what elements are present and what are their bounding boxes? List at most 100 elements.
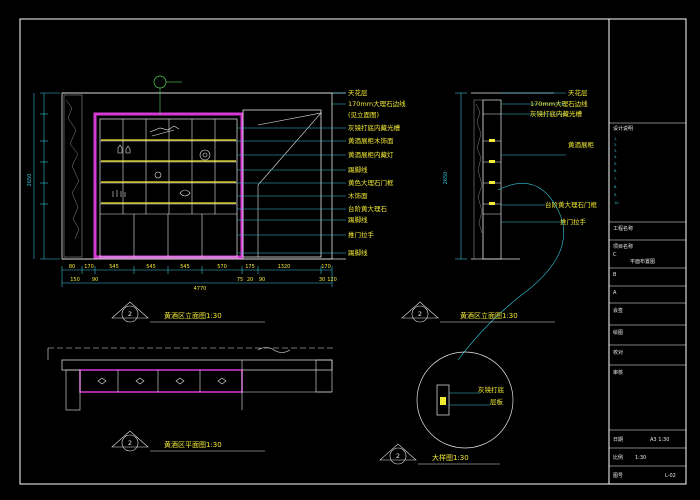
svg-text:150: 150 — [70, 277, 80, 283]
tb-design-notes: 设计说明 — [613, 125, 633, 132]
front-elevation: 2650 天花层 170mm大理石边线 (见立面图) 灰镜打底内藏光槽 黄酒展柜… — [27, 75, 406, 292]
svg-text:10.: 10. — [614, 201, 620, 205]
section-wall-hatch — [473, 99, 484, 260]
tb-rev-a: A — [613, 290, 617, 296]
svg-text:545: 545 — [109, 264, 119, 270]
callout-wood-veneer: 木饰面 — [348, 191, 368, 200]
section-callout-cabinet: 黄酒展柜 — [568, 140, 595, 149]
svg-text:75: 75 — [237, 277, 243, 283]
callout-skirting-2: 踢脚线 — [348, 215, 368, 224]
view-title-2: 2 黄酒区立面图1:30 — [401, 301, 555, 323]
svg-text:5.: 5. — [614, 162, 617, 166]
view-title-4: 2 大样图1:30 — [379, 443, 500, 465]
wall-outline — [61, 92, 333, 260]
tb-drawing-type: 平面布置图 — [630, 258, 655, 265]
svg-text:545: 545 — [146, 264, 156, 270]
callout-skirting-1: 踢脚线 — [348, 165, 368, 174]
shelf-led-strips — [101, 139, 236, 204]
tb-checked: 校对 — [613, 349, 623, 356]
plan-view — [47, 347, 336, 411]
door-swing-line — [257, 112, 322, 257]
callout-see-elevation: (见立面图) — [348, 110, 379, 119]
svg-text:2.: 2. — [614, 143, 617, 147]
view-title-1: 2 黄酒区立面图1:30 — [111, 301, 265, 323]
callout-skirting-3: 踢脚线 — [348, 248, 368, 257]
view-title-3-num: 2 — [128, 439, 132, 447]
view-title-1-text: 黄酒区立面图1:30 — [164, 311, 222, 320]
callout-door-frame: 黄色大理石门框 — [348, 178, 394, 187]
plan-wall-hatch — [61, 359, 333, 371]
section-callout-ceiling: 天花层 — [568, 88, 588, 97]
callout-step-marble: 台阶黄大理石 — [348, 204, 388, 213]
view-title-4-text: 大样图1:30 — [432, 453, 469, 462]
svg-text:30: 30 — [319, 277, 325, 283]
svg-text:1.: 1. — [614, 137, 617, 141]
door-frame — [242, 109, 322, 258]
view-title-1-num: 2 — [128, 310, 132, 318]
svg-text:570: 570 — [217, 264, 227, 270]
view-title-3-text: 黄酒区平面图1:30 — [164, 440, 222, 449]
svg-text:1320: 1320 — [278, 264, 291, 270]
tb-rev-b: B — [613, 272, 617, 278]
view-title-2-text: 黄酒区立面图1:30 — [460, 311, 518, 320]
front-bottom-dims: 80 170 545 545 545 570 175 1320 170 — [69, 264, 331, 270]
front-total-dims: 150 90 4770 75 20 90 30 120 — [70, 277, 337, 292]
tb-date-value: A3 1:30 — [650, 437, 669, 443]
svg-text:4.: 4. — [614, 155, 617, 159]
svg-text:80: 80 — [69, 264, 75, 270]
front-callout-labels: 天花层 170mm大理石边线 (见立面图) 灰镜打底内藏光槽 黄酒展柜木饰面 黄… — [348, 88, 406, 257]
svg-text:9.: 9. — [614, 193, 617, 197]
view-marker-circle — [153, 75, 167, 89]
cabinet-shelves — [100, 119, 237, 257]
cabinet-marble-frame — [93, 112, 244, 259]
section-callout-marble: 170mm大理石边线 — [530, 99, 588, 108]
callout-cabinet-light: 黄酒展柜内藏灯 — [348, 150, 394, 159]
svg-text:175: 175 — [245, 264, 255, 270]
left-pilaster-pattern — [65, 99, 80, 240]
front-callout-leaders — [237, 92, 346, 254]
callout-marble-edge: 170mm大理石边线 — [348, 99, 406, 108]
tb-approved: 审核 — [613, 369, 623, 376]
tb-countersign: 会签 — [613, 307, 623, 314]
wine-display-icons — [112, 125, 211, 197]
section-height-dim: 2650 — [443, 172, 449, 185]
tb-item-name: 项目名称 — [613, 243, 633, 250]
detail-callout-shelf: 层板 — [490, 397, 504, 406]
callout-door-handle: 推门拉手 — [348, 230, 375, 239]
svg-text:170: 170 — [84, 264, 94, 270]
detail-callout-mirror: 灰镜打底 — [478, 385, 505, 394]
view-title-4-num: 2 — [396, 452, 400, 460]
section-callout-handle: 推门拉手 — [560, 217, 587, 226]
tb-rev-c: C — [613, 252, 617, 258]
svg-text:90: 90 — [92, 277, 98, 283]
tb-drawing-no-label: 图号 — [613, 473, 623, 479]
section-leader-curve — [457, 183, 565, 361]
callout-mirror-light: 灰镜打底内藏光槽 — [348, 123, 401, 132]
view-title-2-num: 2 — [418, 310, 422, 318]
svg-text:120: 120 — [327, 277, 337, 283]
svg-text:20: 20 — [247, 277, 253, 283]
title-block: 设计说明 工程名称 项目名称 C 平面布置图 B A 会签 绘图 校对 审核 1… — [609, 122, 686, 479]
tb-scale-label: 比例 — [613, 454, 623, 461]
tb-drawing-no-value: L-02 — [665, 473, 676, 479]
view-title-3: 2 黄酒区平面图1:30 — [111, 430, 265, 452]
svg-text:170: 170 — [321, 264, 331, 270]
section-cabinet — [482, 99, 502, 260]
svg-text:4770: 4770 — [194, 286, 207, 292]
section-callout-frame: 台阶黄大理石门框 — [545, 200, 598, 209]
section-elevation: 2650 天花层 170mm大理石边线 灰镜打底内藏光槽 黄酒展柜 台阶黄大理石… — [443, 88, 598, 361]
tb-drawn: 绘图 — [613, 329, 623, 336]
svg-text:90: 90 — [259, 277, 265, 283]
cabinet-inner-frame — [99, 118, 238, 258]
tb-date-label: 日期 — [613, 437, 623, 443]
callout-ceiling: 天花层 — [348, 88, 368, 97]
callout-cabinet-veneer: 黄酒展柜木饰面 — [348, 136, 394, 145]
svg-text:6.: 6. — [614, 169, 617, 173]
section-callout-mirror: 灰镜打底内藏光槽 — [530, 109, 583, 118]
sheet-outer-border — [19, 18, 687, 485]
front-height-dim: 2650 — [27, 174, 33, 187]
detail-circle: 灰镜打底 层板 — [416, 351, 514, 449]
tb-scale-value: 1:30 — [635, 455, 646, 461]
left-pilaster — [63, 94, 83, 258]
